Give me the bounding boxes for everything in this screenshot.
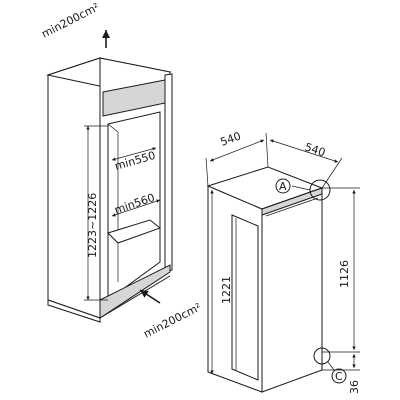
appliance-drawing: 540 540 1221 1126 36 A C bbox=[205, 129, 361, 394]
appliance-width-label: 540 bbox=[303, 140, 327, 159]
appliance-side-panel bbox=[231, 214, 259, 381]
cabinet-left-face bbox=[47, 57, 101, 319]
niche-width-dimension bbox=[111, 199, 161, 217]
cabinet-drawing: min200cm² min200cm² 1223~1226 min550 min… bbox=[39, 1, 203, 341]
appliance-door-height-label: 1126 bbox=[338, 260, 351, 288]
appliance-depth-label: 540 bbox=[219, 129, 243, 148]
appliance-depth-dimension bbox=[209, 139, 265, 162]
appliance-width-dimension bbox=[269, 139, 339, 163]
marker-c-label: C bbox=[335, 370, 343, 383]
marker-a-circle bbox=[275, 178, 291, 194]
appliance-bottom-gap-label: 36 bbox=[348, 380, 361, 394]
cabinet-right-edge bbox=[164, 73, 173, 273]
cabinet-plinth bbox=[99, 264, 171, 319]
niche-depth-dimension bbox=[111, 147, 157, 161]
niche-height-label: 1223~1226 bbox=[86, 193, 99, 258]
detail-circle-c bbox=[313, 347, 331, 365]
appliance-door-top-strip bbox=[261, 187, 323, 216]
marker-a-label: A bbox=[279, 180, 287, 193]
vent-top-label: min200cm² bbox=[39, 1, 101, 41]
cabinet-top-band bbox=[102, 79, 166, 117]
vent-bottom-label: min200cm² bbox=[141, 301, 203, 341]
cabinet-base bbox=[47, 299, 101, 323]
cabinet-niche-top-shelf bbox=[107, 219, 162, 244]
marker-c-circle bbox=[331, 368, 347, 384]
appliance-front-face bbox=[261, 187, 323, 393]
vent-bottom-arrow bbox=[139, 289, 161, 304]
appliance-height-label: 1221 bbox=[220, 276, 233, 304]
